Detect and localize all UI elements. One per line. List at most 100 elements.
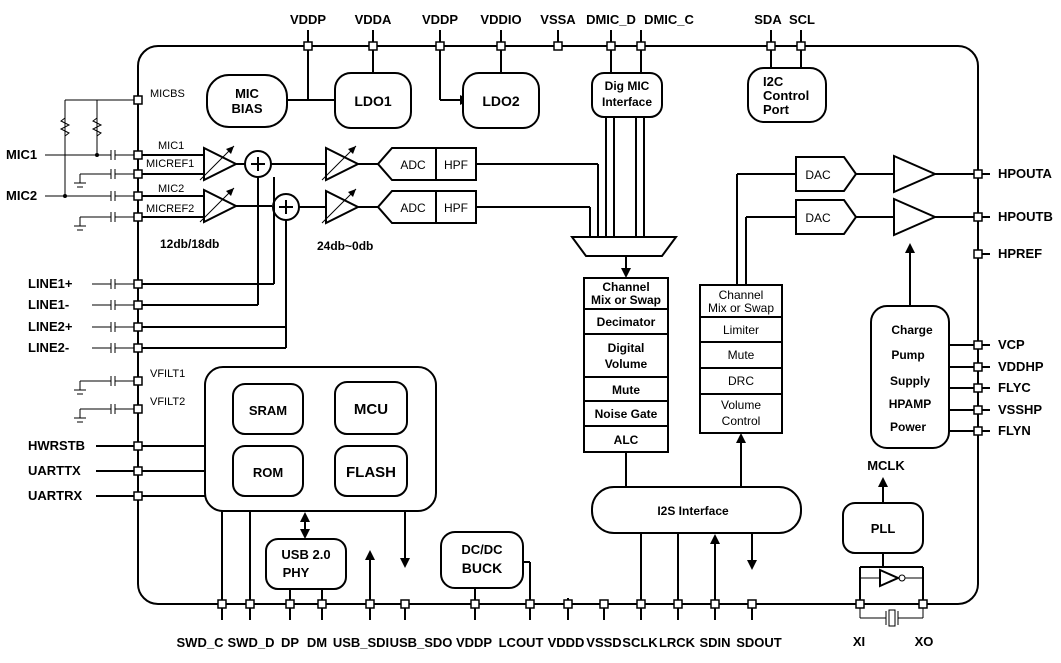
play-volctrl-2: Control [722,414,761,428]
record-mute: Mute [612,383,640,397]
pin-uartrx: UARTRX [28,488,82,503]
usb-label-2: PHY [283,565,310,580]
top-pads [303,41,806,51]
mic-bias-block [206,74,288,128]
play-volctrl-1: Volume [721,398,761,412]
record-digvol-2: Volume [605,357,648,371]
pin-usb-sdo: USB_SDO [390,635,453,650]
pin-usb-sdi: USB_SDI [333,635,389,650]
pin-xo: XO [915,634,934,649]
pin-line2-minus: LINE2- [28,340,69,355]
pin-vddio: VDDIO [480,12,521,27]
label-micref1: MICREF1 [146,158,194,170]
cp-label-4: HPAMP [889,397,931,411]
flash-block [334,445,408,497]
cp-label-3: Supply [890,374,930,388]
pin-vsshp: VSSHP [998,402,1042,417]
adc-hpf-path [376,147,599,237]
record-digvol-1: Digital [608,341,645,355]
pin-vssd: VSSD [586,635,621,650]
play-limiter: Limiter [723,323,759,337]
bottom-pads [217,599,928,609]
record-alc: ALC [614,433,639,447]
dac-hp-path [736,154,990,306]
crystal-oscillator [859,553,924,627]
dig-mic-label-2: Interface [602,95,652,109]
ldo1-label: LDO1 [354,93,392,109]
pin-vddhp: VDDHP [998,359,1044,374]
pin-line1-plus: LINE1+ [28,276,73,291]
i2s-leads [640,533,757,604]
sram-block [232,383,304,435]
pin-hpouta: HPOUTA [998,166,1053,181]
rom-block [232,445,304,497]
pin-lrck: LRCK [659,635,696,650]
record-mux [570,236,678,257]
adc2-label: ADC [400,201,426,215]
pin-sclk: SCLK [622,635,658,650]
i2s-interface-block [591,486,802,534]
pin-vddp-top1: VDDP [290,12,326,27]
mcu-label: MCU [354,401,388,418]
bottom-pin-leads [221,598,753,620]
record-chain [583,277,669,453]
gain-label-pga2: 24db~0db [317,239,373,253]
dig-mic-label-1: Dig MIC [605,79,650,93]
gain-label-pga1: 12db/18db [160,237,219,251]
label-micbs: MICBS [150,88,185,100]
mcu-block [334,381,408,435]
playback-chain [699,284,783,434]
charge-pump-leads [949,344,990,432]
adc1-label: ADC [400,158,426,172]
pin-hwrstb: HWRSTB [28,438,85,453]
hpf1-label: HPF [444,158,468,172]
cp-label-2: Pump [891,348,924,362]
pin-line1-minus: LINE1- [28,297,69,312]
pin-swd-c: SWD_C [177,635,225,650]
mcu-leads [142,445,410,604]
dac1-label: DAC [805,168,831,182]
pin-dmic-c: DMIC_C [644,12,694,27]
pin-dp: DP [281,635,299,650]
hpf2-label: HPF [444,201,468,215]
pin-sdout: SDOUT [736,635,782,650]
i2c-control-port-block [747,67,827,123]
i2c-label-2: Control [763,88,809,103]
charge-pump-block [870,305,950,449]
record-decimator: Decimator [597,315,656,329]
cp-label-5: Power [890,420,926,434]
i2c-label-3: Port [763,102,790,117]
label-mic1: MIC1 [158,140,184,152]
pin-lcout: LCOUT [499,635,544,650]
pin-sdin: SDIN [699,635,730,650]
pin-hpoutb: HPOUTB [998,209,1053,224]
pll-label: PLL [871,521,896,536]
pin-uarttx: UARTTX [28,463,81,478]
mic-bias-label-1: MIC [235,86,259,101]
rom-label: ROM [253,465,283,480]
pin-flyc: FLYC [998,380,1031,395]
dig-mic-interface-block [591,72,663,118]
mic-external-network [45,99,138,231]
pin-scl: SCL [789,12,815,27]
usb-phy-block [265,538,347,590]
pin-hpref: HPREF [998,246,1042,261]
label-vfilt1: VFILT1 [150,368,185,380]
pin-mic1: MIC1 [6,147,37,162]
pin-vddp-bottom: VDDP [456,635,492,650]
right-pads [973,169,983,436]
pin-mic2: MIC2 [6,188,37,203]
pin-sda: SDA [754,12,782,27]
label-mic2: MIC2 [158,183,184,195]
buck-label-1: DC/DC [461,542,503,557]
record-noise-gate: Noise Gate [595,407,658,421]
usb-label-1: USB 2.0 [281,547,330,562]
label-vfilt2: VFILT2 [150,396,185,408]
pin-swd-d: SWD_D [228,635,275,650]
pin-vdda: VDDA [355,12,392,27]
ldo1-block [334,72,412,129]
dac2-label: DAC [805,211,831,225]
i2s-label: I2S Interface [657,504,729,518]
record-chmix-2: Mix or Swap [591,293,661,307]
